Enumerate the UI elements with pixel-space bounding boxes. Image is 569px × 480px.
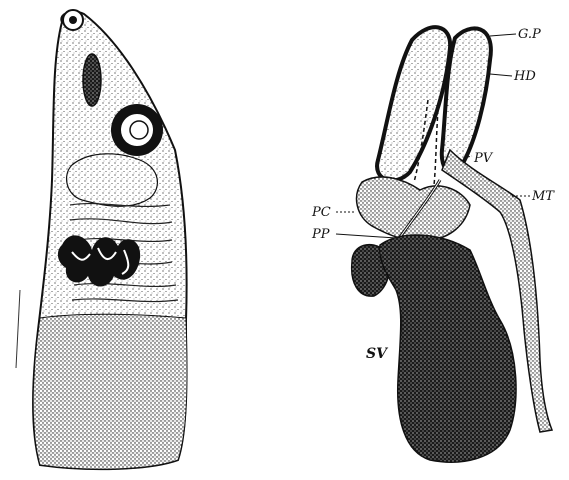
label-pv: PV: [473, 151, 494, 166]
posterior-region: [33, 314, 187, 469]
left-duct-lobe: [377, 27, 450, 180]
pp-leader: [336, 234, 396, 238]
ventral-sucker-center: [130, 121, 148, 139]
label-hd: HD: [513, 69, 536, 84]
label-pc: PC: [311, 205, 331, 220]
label-gp: G.P: [518, 27, 541, 42]
hd-leader: [490, 74, 512, 76]
oral-sucker-inner: [69, 16, 77, 24]
label-mt: MT: [531, 189, 555, 204]
side-mark: [16, 290, 20, 368]
prostatic-complex: [357, 177, 470, 241]
right-organs: [352, 27, 552, 462]
gp-leader: [490, 34, 516, 36]
left-organism: [16, 10, 187, 469]
label-pp: PP: [311, 227, 330, 242]
label-sv: SV: [366, 346, 389, 362]
pharynx: [83, 54, 101, 106]
seminal-vesicle: [380, 235, 516, 462]
testis-lobes: [67, 154, 158, 206]
